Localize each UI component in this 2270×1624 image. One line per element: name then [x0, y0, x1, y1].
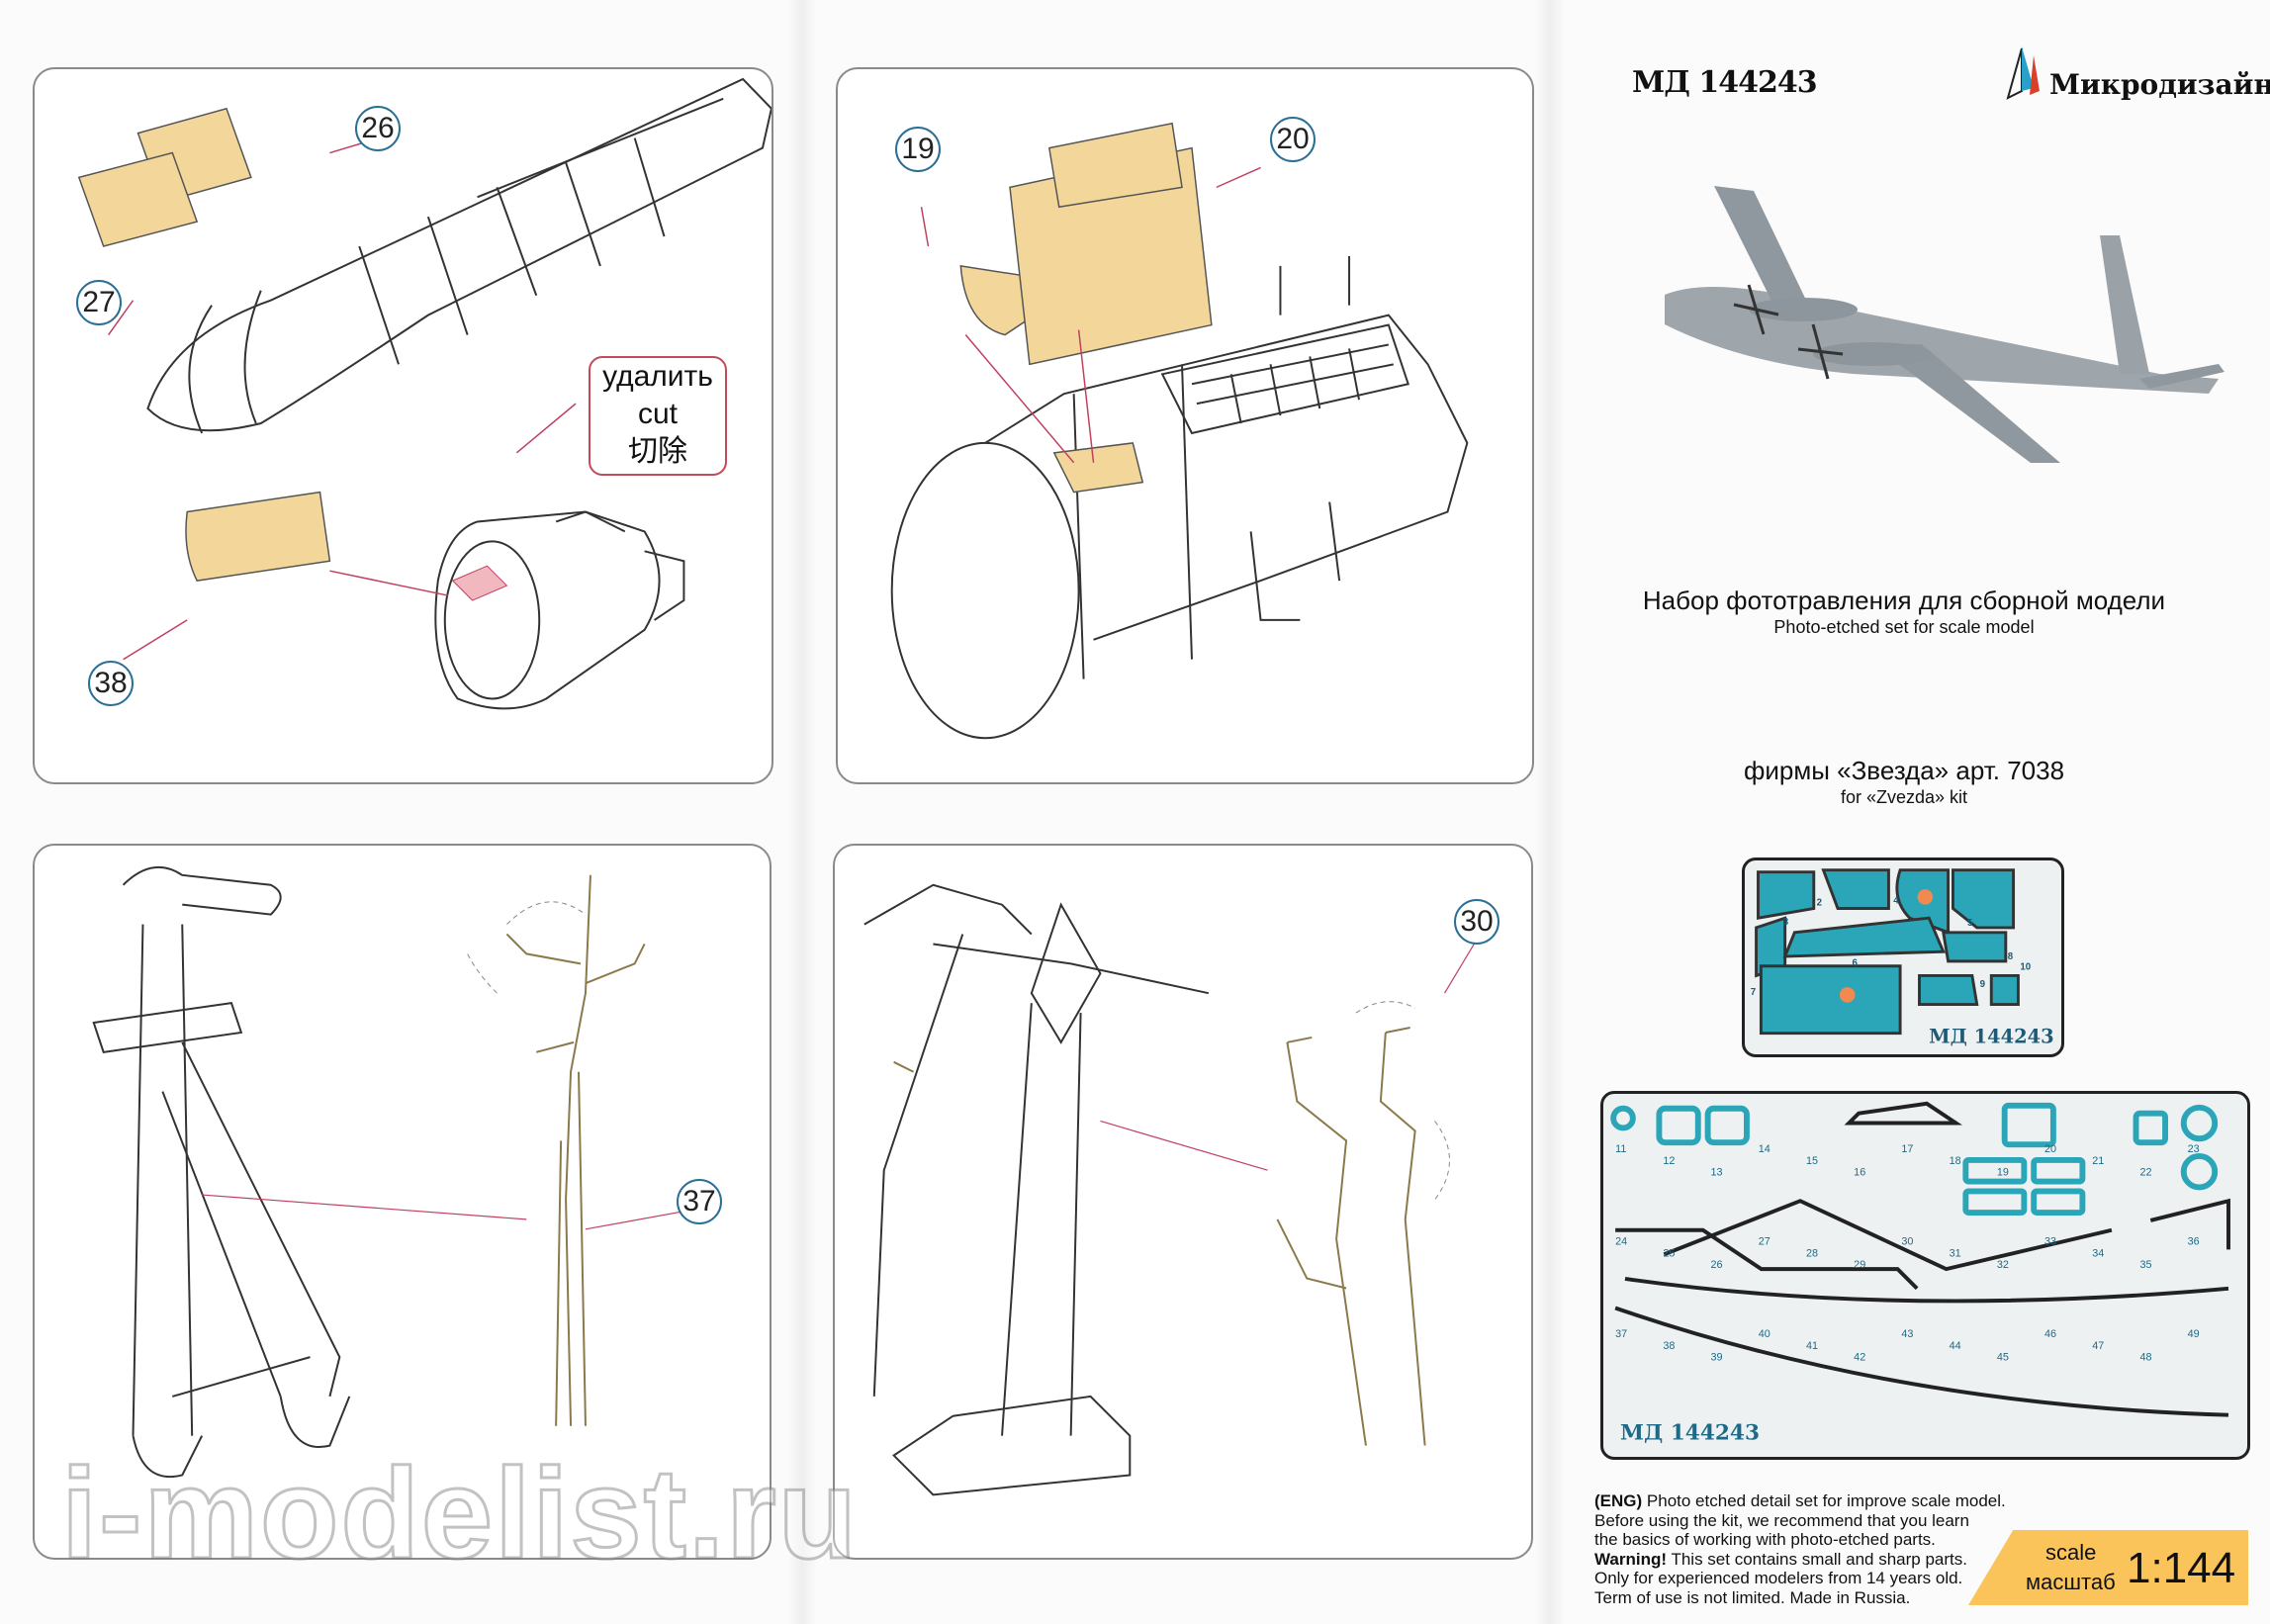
- fret-part-number: 20: [2044, 1143, 2056, 1155]
- warning-tag: Warning!: [1594, 1549, 1668, 1569]
- fret-part-number: 21: [2092, 1155, 2104, 1167]
- cut-label-en: cut: [637, 398, 679, 430]
- cockpit-drawing: [890, 122, 1469, 740]
- fret-part-number: 5: [1967, 918, 1973, 929]
- callout-19: 19: [895, 127, 941, 172]
- cut-label-box: удалить cut 切除: [589, 356, 727, 476]
- brand-name: Микродизайн: [2049, 68, 2270, 101]
- cut-label-zh: 切除: [628, 435, 687, 468]
- fret-label: МД 144243: [1620, 1420, 1760, 1445]
- fret-part-number: 14: [1759, 1143, 1771, 1155]
- kit-ref-ru: фирмы «Звезда» арт. 7038: [1743, 756, 2065, 785]
- fret-part-number: 23: [2188, 1143, 2200, 1155]
- brand-logo: Микродизайн: [2000, 44, 2270, 101]
- usage-notes: (ENG) Photo etched detail set for improv…: [1594, 1491, 2010, 1607]
- product-code: МД 144243: [1632, 65, 1818, 100]
- fret-part-number: 6: [1853, 958, 1859, 969]
- fret-part-number: 4: [1893, 896, 1899, 907]
- fret-part-number: 18: [1950, 1155, 1961, 1167]
- fret-part-number: 8: [2008, 951, 2014, 962]
- step-panel-cockpit: [836, 67, 1534, 784]
- fret-part-number: 44: [1950, 1340, 1961, 1352]
- fret-part-number: 48: [2139, 1352, 2151, 1364]
- fret-part-number: 47: [2092, 1340, 2104, 1352]
- sail-logo-icon: [2006, 46, 2040, 100]
- scale-label-en: scale: [2045, 1540, 2097, 1565]
- fret-part-number: 30: [1901, 1236, 1913, 1248]
- fret-part-number: 24: [1615, 1236, 1627, 1248]
- fret-part-number: 22: [2139, 1167, 2151, 1179]
- fret-part-number: 10: [2020, 962, 2031, 973]
- fret-part-number: 38: [1663, 1340, 1675, 1352]
- scale-value: 1:144: [2127, 1544, 2236, 1592]
- fret-label: МД 144243: [1929, 1025, 2053, 1047]
- fold-line: [1535, 0, 1565, 1624]
- note-line: the basics of working with photo-etched …: [1594, 1530, 1936, 1549]
- scale-label-ru: масштаб: [2026, 1570, 2116, 1594]
- fret-part-number: 16: [1854, 1167, 1865, 1179]
- fret-part-number: 13: [1711, 1167, 1723, 1179]
- note-line: Before using the kit, we recommend that …: [1594, 1510, 1969, 1530]
- fret-part-number: 2: [1817, 898, 1822, 909]
- fret-part-number: 25: [1663, 1247, 1675, 1259]
- callout-26: 26: [355, 106, 401, 151]
- callout-30: 30: [1454, 899, 1499, 945]
- kit-ref-en: for «Zvezda» kit: [1840, 787, 1968, 807]
- step-panel-gear-main: [33, 844, 772, 1560]
- fret-part-number: 31: [1950, 1247, 1961, 1259]
- fret-part-number: 35: [2139, 1259, 2151, 1271]
- fret-part-number: 40: [1759, 1328, 1771, 1340]
- fret-part-number: 28: [1806, 1247, 1818, 1259]
- fret-part-number: 37: [1615, 1328, 1627, 1340]
- callout-20: 20: [1270, 117, 1316, 162]
- fret-part-number: 32: [1997, 1259, 2009, 1271]
- fret-part-number: 33: [2044, 1236, 2056, 1248]
- set-title-ru: Набор фототравления для сборной модели: [1642, 586, 2166, 615]
- nose-drawing: [77, 77, 772, 710]
- watermark: i-modelist.ru: [59, 1440, 860, 1587]
- scale-banner: scale масштаб 1:144: [1968, 1530, 2248, 1605]
- fret-part-number: 41: [1806, 1340, 1818, 1352]
- gear-drawing-2: [863, 883, 1475, 1496]
- brass-fret-image: 11 12 13 14 15 16 17 18 19 20 21 22 23 24 25 26 27 28 29 30…: [1600, 1091, 2250, 1460]
- fret-part-number: 34: [2092, 1247, 2104, 1259]
- fret-part-number: 9: [1980, 979, 1986, 990]
- step-panel-gear-nose: [833, 844, 1533, 1560]
- eng-tag: (ENG): [1594, 1491, 1643, 1510]
- fret-part-number: 42: [1854, 1352, 1865, 1364]
- fret-part-number: 27: [1759, 1236, 1771, 1248]
- fret-part-number: 49: [2188, 1328, 2200, 1340]
- fret-part-number: 11: [1615, 1143, 1626, 1155]
- cut-label-ru: удалить: [602, 360, 713, 393]
- fret-part-number: 29: [1854, 1259, 1865, 1271]
- fret-part-number: 45: [1997, 1352, 2009, 1364]
- fold-line: [787, 0, 817, 1624]
- fret-part-number: 46: [2044, 1328, 2056, 1340]
- note-line: Only for experienced modelers from 14 ye…: [1594, 1569, 1963, 1587]
- fret-part-number: 39: [1711, 1352, 1723, 1364]
- callout-37: 37: [677, 1179, 722, 1224]
- set-title-en: Photo-etched set for scale model: [1773, 617, 2035, 637]
- fret-part-number: 26: [1711, 1259, 1723, 1271]
- fret-part-number: 15: [1806, 1155, 1818, 1167]
- fret-part-number: 3: [1783, 917, 1789, 928]
- callout-27: 27: [76, 280, 122, 325]
- note-line: Term of use is not limited. Made in Russ…: [1594, 1587, 1911, 1607]
- fret-part-number: 36: [2188, 1236, 2200, 1248]
- fret-part-number: 17: [1901, 1143, 1913, 1155]
- fret-part-number: 7: [1751, 987, 1756, 998]
- color-fret-image: 2 3 4 5 6 7 8 9 10 МД 144243: [1742, 857, 2064, 1057]
- note-line: This set contains small and sharp parts.: [1671, 1549, 1967, 1569]
- note-line: Photo etched detail set for improve scal…: [1646, 1491, 2006, 1510]
- fret-part-number: 43: [1901, 1328, 1913, 1340]
- fret-part-number: 12: [1663, 1155, 1675, 1167]
- callout-38: 38: [88, 661, 134, 706]
- fret-part-number: 19: [1997, 1167, 2009, 1179]
- aircraft-photo: [1625, 176, 2232, 512]
- gear-drawing-1: [92, 865, 694, 1479]
